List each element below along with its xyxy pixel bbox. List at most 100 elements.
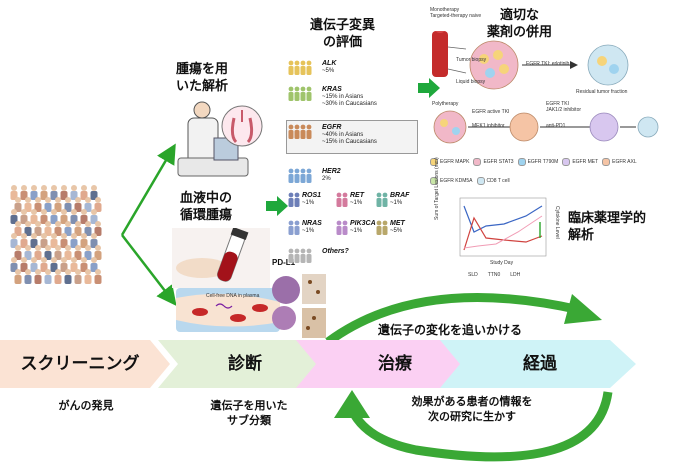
gene-people-icon bbox=[288, 248, 312, 263]
gene-person-body bbox=[306, 254, 312, 263]
person-head bbox=[31, 185, 37, 191]
person-head bbox=[45, 221, 51, 227]
gene-person-head bbox=[300, 86, 306, 92]
person-body bbox=[50, 263, 58, 272]
person-head bbox=[35, 221, 41, 227]
person-body bbox=[60, 191, 68, 200]
person-body bbox=[84, 275, 92, 284]
person-head bbox=[51, 185, 57, 191]
person-body bbox=[20, 239, 28, 248]
person-body bbox=[60, 263, 68, 272]
person-head bbox=[45, 269, 51, 275]
pk-legend-sld: SLD bbox=[468, 272, 478, 278]
person-head bbox=[11, 185, 17, 191]
gene-person-body bbox=[306, 66, 312, 75]
person-head bbox=[11, 233, 17, 239]
gene-name: PIK3CA bbox=[350, 220, 376, 227]
gene-person-head bbox=[294, 168, 300, 174]
mek-label: MEK1 inhibitor bbox=[472, 123, 505, 129]
person-head bbox=[41, 257, 47, 263]
gene-people-icon bbox=[288, 60, 312, 75]
person-body bbox=[90, 215, 98, 224]
person-head bbox=[11, 257, 17, 263]
gene-person-head bbox=[294, 192, 300, 198]
gene-name: Others? bbox=[322, 248, 349, 255]
person-head bbox=[91, 257, 97, 263]
polytherapy-illustration bbox=[433, 110, 659, 144]
person-head bbox=[71, 209, 77, 215]
person-head bbox=[91, 209, 97, 215]
drug-combo-title: 適切な 薬剤の併用 bbox=[487, 8, 553, 40]
person-body bbox=[34, 203, 42, 212]
gene-name: KRAS bbox=[322, 86, 342, 93]
gene-person-body bbox=[288, 92, 294, 101]
tumor-biopsy-label: Tumor biopsy bbox=[456, 57, 487, 63]
person-body bbox=[14, 251, 22, 260]
gene-person-body bbox=[294, 174, 300, 183]
gene-person-head bbox=[306, 168, 312, 174]
gene-person-head bbox=[306, 248, 312, 254]
gene-people-icon bbox=[288, 124, 312, 139]
therapy-legend-swatch bbox=[430, 158, 438, 166]
blood-tube-illustration bbox=[172, 228, 270, 288]
diagnosis-desc: 遺伝子を用いた サブ分類 bbox=[184, 398, 314, 428]
person-head bbox=[71, 185, 77, 191]
gene-people-icon bbox=[336, 220, 348, 235]
gene-panel: ALK~5%KRAS~15% in Asians~30% in Caucasia… bbox=[286, 60, 418, 270]
person-body bbox=[24, 275, 32, 284]
person-head bbox=[51, 209, 57, 215]
person-body bbox=[30, 191, 38, 200]
step-screening-shape bbox=[0, 340, 170, 388]
person-body bbox=[74, 203, 82, 212]
clinical-pharm-title: 臨床薬理学的 解析 bbox=[568, 211, 647, 243]
person-head bbox=[91, 233, 97, 239]
gene-name: RET bbox=[350, 192, 364, 199]
gene-people-icon bbox=[376, 220, 388, 235]
cfdna-vessel-illustration bbox=[176, 288, 280, 332]
gene-person-head bbox=[294, 248, 300, 254]
gene-person-head bbox=[306, 60, 312, 66]
person-body bbox=[34, 275, 42, 284]
gene-freq: ~1% bbox=[350, 228, 363, 234]
gene-person-body bbox=[294, 226, 300, 235]
gene-person-head bbox=[288, 220, 294, 226]
person-body bbox=[80, 263, 88, 272]
person-head bbox=[65, 197, 71, 203]
targeted-label: Targeted-therapy naive bbox=[430, 13, 482, 19]
person-body bbox=[90, 191, 98, 200]
gene-person-body bbox=[288, 174, 294, 183]
gene-person-body bbox=[300, 66, 306, 75]
person-body bbox=[64, 275, 72, 284]
gene-person-head bbox=[306, 124, 312, 130]
pk-legend-ttn0: TTN0 bbox=[487, 272, 501, 278]
gene-name: HER2 bbox=[322, 168, 341, 175]
gene-person-head bbox=[376, 220, 382, 226]
gene-person-head bbox=[336, 192, 342, 198]
gene-person-head bbox=[306, 86, 312, 92]
person-body bbox=[44, 203, 52, 212]
cfdna-label: Cell-free DNA in plasma bbox=[206, 293, 260, 299]
therapy-legend-swatch bbox=[473, 158, 482, 166]
person-body bbox=[84, 203, 92, 212]
person-head bbox=[55, 269, 61, 275]
person-head bbox=[41, 185, 47, 191]
person-head bbox=[21, 257, 27, 263]
pdl1-label: PD-L1 bbox=[272, 258, 296, 267]
gene-freq: ~1% bbox=[302, 228, 315, 234]
therapy-legend-item: EGFR AXL bbox=[602, 158, 637, 166]
gene-person-head bbox=[342, 220, 348, 226]
therapy-legend-swatch bbox=[602, 158, 611, 166]
person-head bbox=[35, 245, 41, 251]
therapy-legend-swatch bbox=[517, 158, 526, 166]
gene-person-head bbox=[300, 124, 306, 130]
person-head bbox=[21, 233, 27, 239]
antipd-label: anti-PD1 bbox=[546, 123, 566, 129]
person-head bbox=[75, 245, 81, 251]
person-head bbox=[41, 233, 47, 239]
egfr-active-label: EGFR active TKI bbox=[472, 109, 510, 115]
person-body bbox=[90, 263, 98, 272]
gene-person-body bbox=[336, 226, 342, 235]
therapy-legend-label: CD8 T cell bbox=[486, 178, 510, 184]
gene-people-icon bbox=[376, 192, 388, 207]
process-steps-shapes bbox=[0, 340, 636, 388]
